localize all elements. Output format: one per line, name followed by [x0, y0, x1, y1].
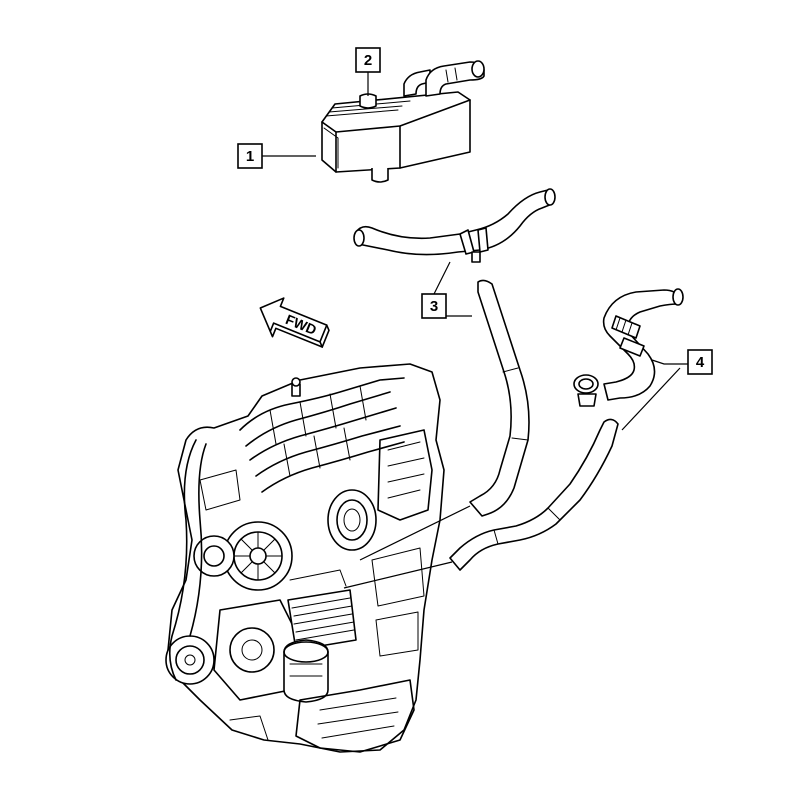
- hose-3: [353, 188, 556, 517]
- leader-4: [651, 359, 688, 365]
- callout-1: 1: [237, 143, 263, 169]
- leader-3-to-engine: [359, 505, 471, 561]
- callout-2-label: 2: [364, 52, 372, 69]
- fwd-arrow: FWD: [259, 297, 330, 348]
- callout-1-label: 1: [246, 148, 254, 165]
- callout-2: 2: [355, 47, 381, 73]
- hose-4: [449, 288, 684, 571]
- callout-4: 4: [687, 349, 713, 375]
- callout-3: 3: [421, 293, 447, 319]
- leader-4-to-engine: [343, 561, 453, 589]
- callout-4-label: 4: [696, 354, 705, 371]
- engine-assembly: [165, 363, 445, 753]
- callout-3-label: 3: [430, 298, 438, 315]
- oil-cooler: [321, 60, 485, 183]
- leader-lines: [262, 72, 688, 589]
- leader-3-to-hose-top: [433, 261, 451, 295]
- leader-4-to-hose: [621, 367, 681, 431]
